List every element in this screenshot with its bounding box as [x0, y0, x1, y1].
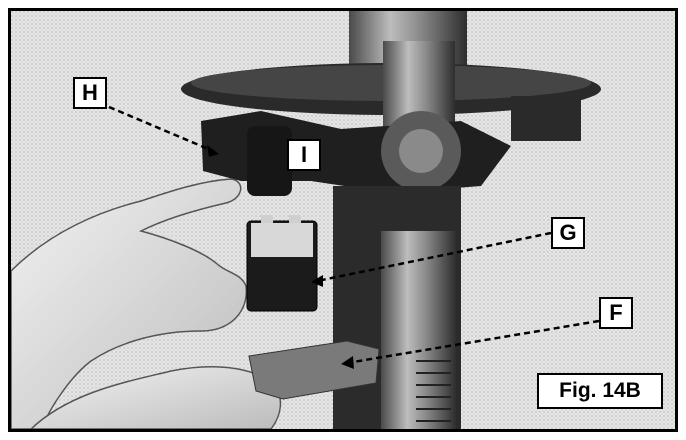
photo-illustration [11, 11, 675, 429]
battery-label [251, 223, 313, 257]
leader-arrowheads [207, 145, 354, 369]
callout-f: F [599, 297, 633, 329]
callout-h: H [73, 77, 107, 109]
spring [416, 360, 451, 422]
figure-caption: Fig. 14B [537, 373, 663, 409]
lower-hand [29, 366, 282, 429]
battery-terminal [261, 215, 273, 223]
leader-h [108, 105, 214, 153]
callout-g: G [551, 217, 585, 249]
leader-lines [108, 105, 600, 365]
crank-handle [511, 96, 581, 141]
callout-i: I [287, 139, 321, 171]
leader-f [346, 319, 600, 365]
laser-module [247, 126, 292, 196]
hand [11, 178, 248, 429]
assembly-photo: H I G F Fig. 14B [8, 8, 678, 432]
battery-cover [248, 340, 380, 400]
